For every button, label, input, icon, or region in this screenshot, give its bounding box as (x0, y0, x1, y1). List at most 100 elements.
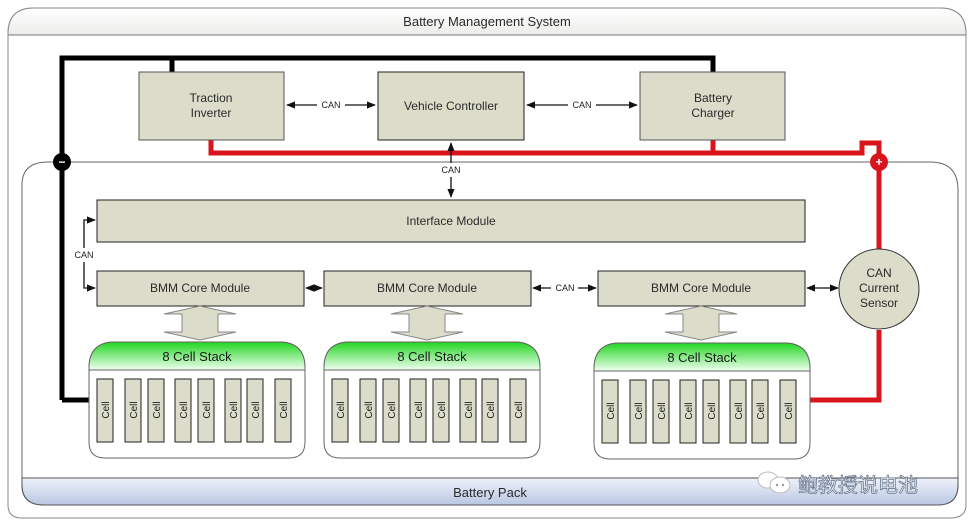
cell[interactable]: Cell (246, 378, 264, 443)
cell-label: Cell (336, 401, 347, 418)
cell[interactable]: Cell (147, 378, 165, 443)
cell[interactable]: Cell (779, 379, 797, 444)
can-label: CAN (441, 165, 460, 175)
can-label: CAN (555, 283, 574, 293)
wechat-icon (757, 471, 791, 494)
cell-label: Cell (364, 401, 375, 418)
battery-pack-title: Battery Pack (453, 485, 527, 500)
cell-label: Cell (437, 401, 448, 418)
bmm-stack-connector-2 (390, 305, 464, 341)
cell[interactable]: Cell (751, 379, 769, 444)
vehicle-controller-block[interactable]: Vehicle Controller (377, 71, 525, 141)
cell[interactable]: Cell (679, 379, 697, 444)
can-label: CAN (321, 100, 340, 110)
cell-label: Cell (486, 401, 497, 418)
traction-inverter-label-1: Traction (190, 91, 233, 105)
cell[interactable]: Cell (359, 378, 377, 443)
cell-label: Cell (229, 401, 240, 418)
cell-label: Cell (279, 401, 290, 418)
cell-label: Cell (514, 401, 525, 418)
bmm-stack-connector-3 (664, 305, 738, 341)
cell[interactable]: Cell (274, 378, 292, 443)
cell-stack-header (88, 341, 306, 371)
can-link-inverter-controller: CAN (286, 100, 376, 110)
cell[interactable]: Cell (629, 379, 647, 444)
cell[interactable]: Cell (224, 378, 242, 443)
cell-label: Cell (784, 402, 795, 419)
can-link-bmm2-bmm3: CAN (532, 283, 597, 293)
bmm-core-module-label: BMM Core Module (651, 281, 751, 295)
cell-label: Cell (756, 402, 767, 419)
cell[interactable]: Cell (382, 378, 400, 443)
negative-terminal: − (53, 153, 71, 171)
cell[interactable]: Cell (124, 378, 142, 443)
cell-label: Cell (101, 401, 112, 418)
cell-label: Cell (414, 401, 425, 418)
cell-label: Cell (464, 401, 475, 418)
positive-terminal: + (870, 153, 888, 171)
can-link-controller-charger: CAN (526, 100, 638, 110)
bmm-core-module-2[interactable]: BMM Core Module (323, 270, 532, 307)
cell[interactable]: Cell (174, 378, 192, 443)
cell[interactable]: Cell (432, 378, 450, 443)
can-link-controller-interface: CAN (441, 142, 461, 198)
traction-inverter-label-2: Inverter (191, 106, 232, 120)
cell-label: Cell (657, 402, 668, 419)
cell[interactable]: Cell (331, 378, 349, 443)
sensor-label-2: Current (859, 281, 900, 295)
bmm-stack-connector-1 (163, 305, 237, 341)
cell[interactable]: Cell (409, 378, 427, 443)
cell-label: Cell (634, 402, 645, 419)
cell[interactable]: Cell (96, 378, 114, 443)
cell[interactable]: Cell (459, 378, 477, 443)
interface-module-label: Interface Module (406, 214, 496, 228)
bms-title: Battery Management System (403, 14, 571, 29)
hv-negative-wire (59, 55, 716, 403)
negative-terminal-symbol: − (58, 155, 65, 169)
can-label: CAN (572, 100, 591, 110)
cell[interactable]: Cell (481, 378, 499, 443)
cell[interactable]: Cell (729, 379, 747, 444)
battery-charger-label-2: Charger (691, 106, 734, 120)
cell[interactable]: Cell (702, 379, 720, 444)
cell[interactable]: Cell (509, 378, 527, 443)
cell-label: Cell (606, 402, 617, 419)
battery-charger-block[interactable]: Battery Charger (639, 71, 786, 141)
cell-stack-header (593, 342, 811, 372)
cell-label: Cell (707, 402, 718, 419)
battery-charger-label-1: Battery (694, 91, 732, 105)
bmm-core-module-label: BMM Core Module (377, 281, 477, 295)
cell-stack-title: 8 Cell Stack (162, 349, 232, 364)
cell-label: Cell (251, 401, 262, 418)
can-link-interface-bmm: CAN (74, 216, 96, 292)
sensor-label-1: CAN (866, 266, 891, 280)
watermark: 鲍教授说电池 (757, 471, 918, 497)
cell-stack-title: 8 Cell Stack (667, 350, 737, 365)
cell[interactable]: Cell (652, 379, 670, 444)
bmm-core-module-3[interactable]: BMM Core Module (597, 270, 806, 307)
cell-label: Cell (152, 401, 163, 418)
bmm-core-module-label: BMM Core Module (150, 281, 250, 295)
positive-terminal-symbol: + (875, 155, 882, 169)
traction-inverter-block[interactable]: Traction Inverter (138, 71, 285, 141)
cell-label: Cell (129, 401, 140, 418)
cell-label: Cell (179, 401, 190, 418)
can-current-sensor[interactable]: CAN Current Sensor (838, 248, 920, 330)
bmm-core-module-1[interactable]: BMM Core Module (96, 270, 305, 307)
cell[interactable]: Cell (601, 379, 619, 444)
cell-label: Cell (202, 401, 213, 418)
vehicle-controller-label: Vehicle Controller (404, 99, 498, 113)
cell-label: Cell (734, 402, 745, 419)
cell[interactable]: Cell (197, 378, 215, 443)
cell-label: Cell (684, 402, 695, 419)
watermark-text: 鲍教授说电池 (798, 473, 918, 497)
cell-stack-header (323, 341, 541, 371)
interface-module-block[interactable]: Interface Module (96, 199, 806, 243)
cell-stack-title: 8 Cell Stack (397, 349, 467, 364)
hv-positive-wire (208, 140, 882, 403)
sensor-label-3: Sensor (860, 296, 898, 310)
